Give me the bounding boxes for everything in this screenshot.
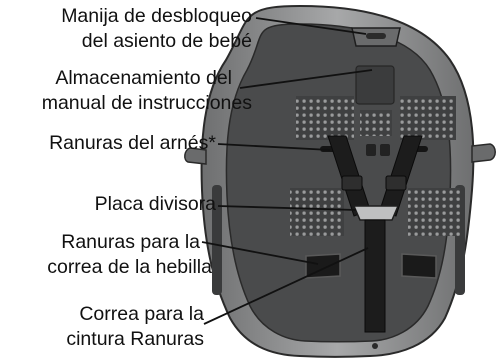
chest-clip-left — [341, 175, 363, 191]
label-waist-strap: Correa para la cintura Ranuras — [4, 302, 204, 352]
leader-harness-slots — [217, 143, 331, 151]
label-line: Correa para la — [79, 303, 204, 325]
leader-buckle-slots — [201, 241, 319, 265]
center-lock-left — [366, 144, 376, 156]
label-line: Placa divisora — [94, 193, 216, 215]
left-handle-peg — [184, 147, 207, 165]
right-handle-peg — [471, 143, 496, 163]
vent-holes-upper-left — [296, 96, 354, 140]
label-line: Manija de desbloqueo — [61, 5, 252, 27]
label-harness-slots: Ranuras del arnés* — [4, 131, 216, 156]
leader-splitter-plate — [217, 205, 357, 211]
seat-cavity — [225, 23, 452, 343]
label-release-handle: Manija de desbloqueo del asiento de bebé — [24, 4, 252, 54]
buckle-slot-right — [401, 253, 437, 279]
vent-holes-lower-left — [290, 188, 344, 236]
vent-holes-lower-right — [408, 188, 460, 236]
label-manual-storage: Almacenamiento del manual de instruccion… — [4, 66, 252, 116]
splitter-plate — [352, 205, 400, 221]
label-line: del asiento de bebé — [81, 30, 252, 52]
label-line: Ranuras del arnés* — [49, 132, 216, 154]
label-line: correa de la hebilla — [47, 256, 212, 278]
leader-release-handle — [255, 17, 367, 35]
label-splitter-plate: Placa divisora — [40, 192, 216, 217]
label-line: Almacenamiento del — [55, 67, 232, 89]
leader-waist-strap — [203, 247, 369, 325]
label-line: cintura Ranuras — [66, 328, 204, 350]
vent-holes-upper-center — [360, 110, 392, 136]
left-side-strip — [212, 185, 222, 295]
manual-storage — [355, 65, 395, 105]
label-line: Ranuras para la — [61, 231, 200, 253]
leader-lines — [201, 17, 373, 325]
crotch-strap — [364, 219, 386, 333]
label-line: manual de instrucciones — [41, 92, 252, 114]
release-handle-slot — [366, 33, 386, 39]
chest-clip-right — [385, 175, 407, 191]
vent-holes-upper-right — [400, 96, 456, 140]
center-lock-right — [380, 144, 390, 156]
leader-manual-storage — [239, 69, 373, 89]
bottom-rivet — [372, 343, 378, 349]
label-buckle-slots: Ranuras para la correa de la hebilla — [4, 230, 212, 280]
